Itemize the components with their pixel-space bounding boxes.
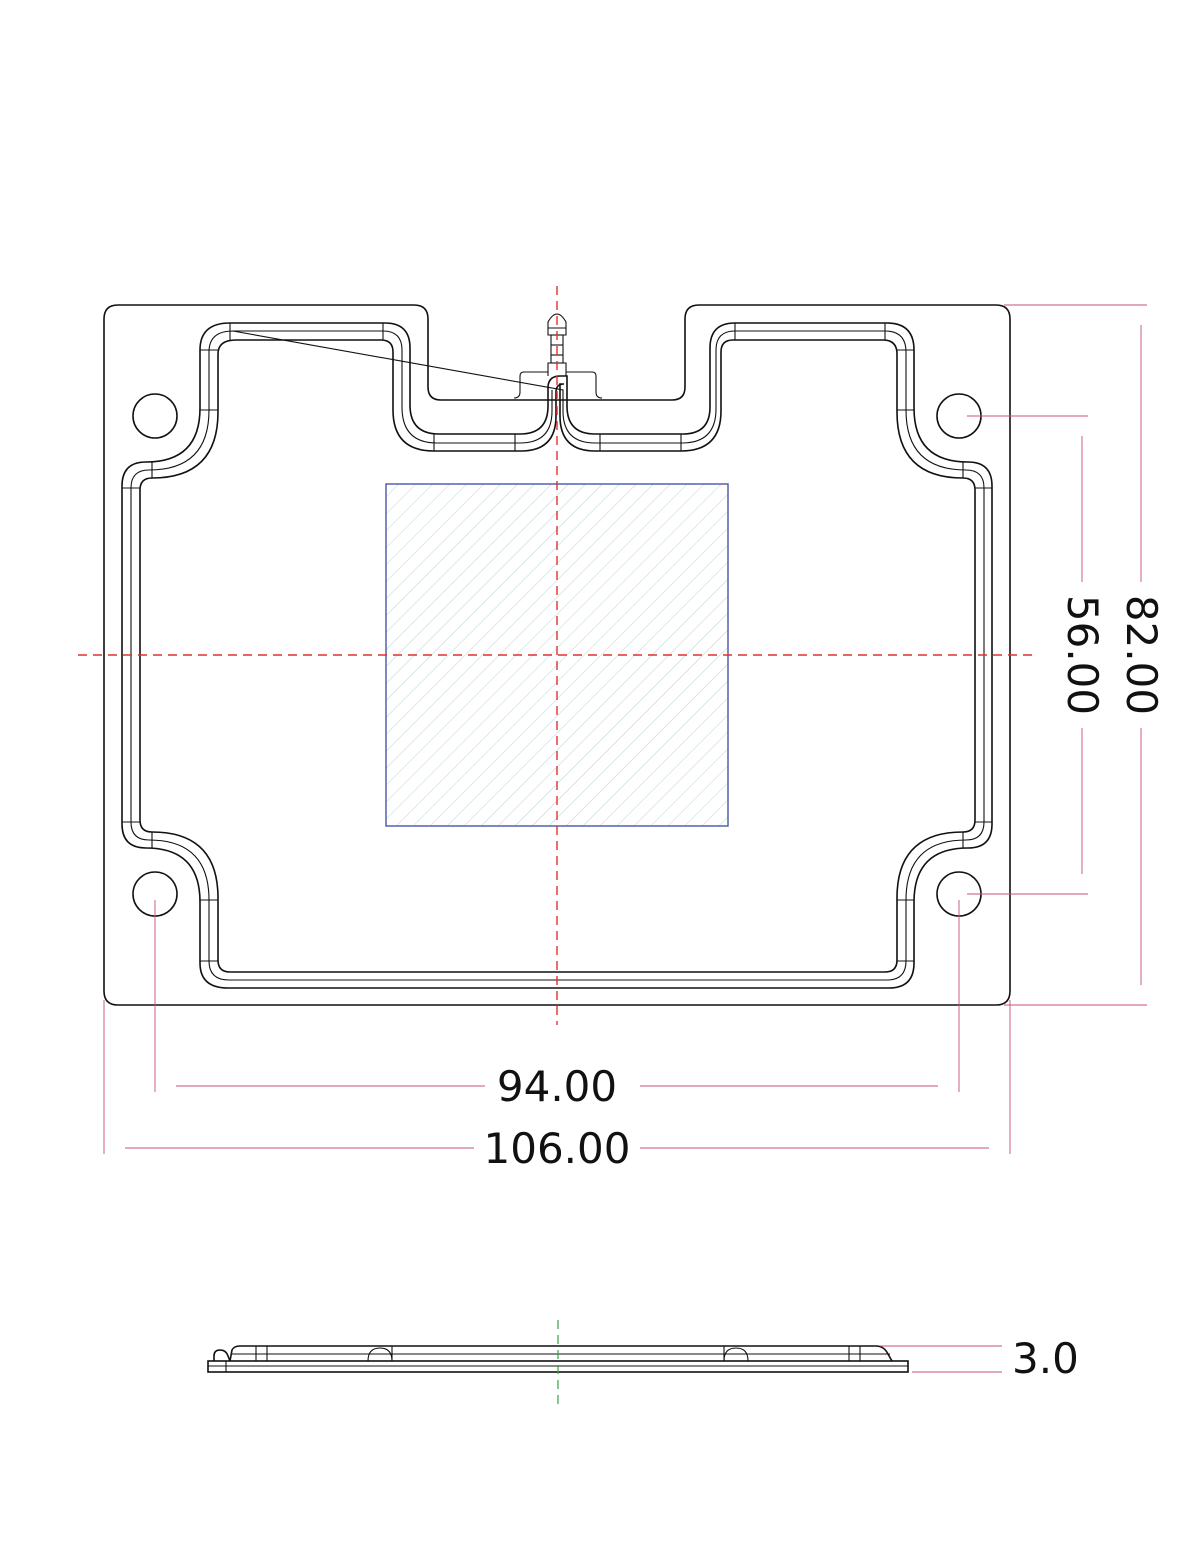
dimension-overall-width: 106.00 xyxy=(484,1124,631,1173)
dimension-overall-height: 82.00 xyxy=(1117,595,1166,715)
plate-outline xyxy=(103,304,1011,1006)
gasket-groove-outer xyxy=(121,322,993,989)
dimension-thickness: 3.0 xyxy=(1012,1334,1079,1383)
dimensions: 94.00 106.00 82.00 56.00 xyxy=(103,304,1166,1173)
groove-segment-marks xyxy=(122,323,992,962)
mounting-hole-top-left xyxy=(132,393,178,439)
side-view: 3.0 xyxy=(207,1320,1079,1408)
dimension-hole-spacing-x: 94.00 xyxy=(497,1062,617,1111)
dimension-hole-spacing-y: 56.00 xyxy=(1058,595,1107,715)
top-view xyxy=(78,286,1036,1025)
side-gasket-profile xyxy=(213,1345,893,1362)
gasket-bead-line xyxy=(130,330,985,981)
